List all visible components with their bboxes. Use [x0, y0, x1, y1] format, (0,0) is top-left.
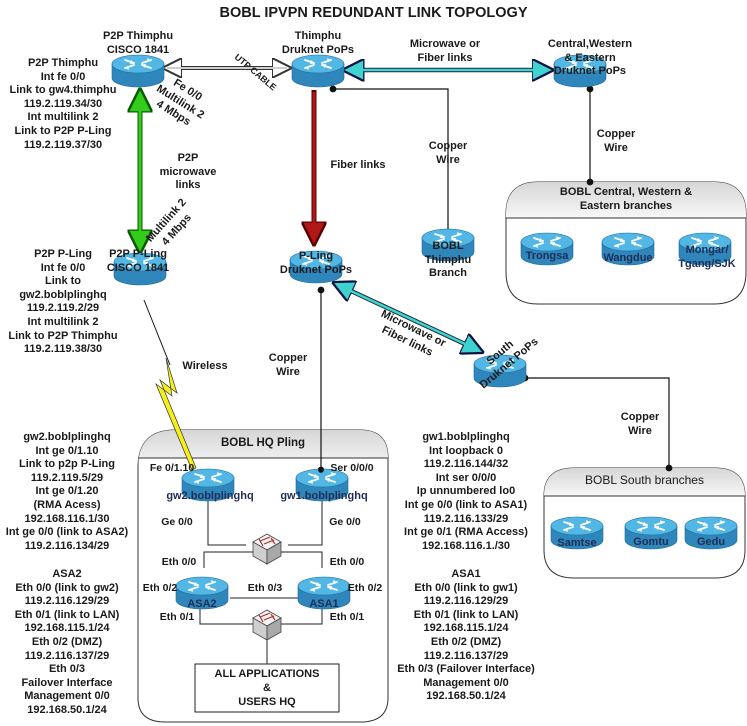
config-gw1: gw1.boblplinghq Int loopback 0 119.2.116…	[404, 431, 528, 552]
config-p2p-pling: P2P P-Ling Int fe 0/0 Link to gw2.boblpl…	[8, 248, 118, 356]
south-branches-title: BOBL South branches	[585, 473, 704, 487]
port-asa1-eth00: Eth 0/0	[329, 556, 365, 568]
label-p2p-thimphu: P2P Thimphu CISCO 1841	[102, 30, 174, 56]
config-p2p-thimphu: P2P Thimphu Int fe 0/0 Link to gw4.thimp…	[9, 57, 117, 151]
label-copper-cwe: Copper Wire	[596, 128, 636, 154]
label-gw1: gw1.boblplinghq	[280, 490, 368, 502]
link-microwave-diagonal	[334, 283, 482, 352]
cwe-branches-title: BOBL Central, Western & Eastern branches	[559, 186, 693, 212]
diagram-title: BOBL IPVPN REDUNDANT LINK TOPOLOGY	[219, 5, 528, 21]
router-thimphu-pops[interactable]	[291, 54, 345, 88]
label-wangdue: Wangdue	[603, 252, 653, 264]
label-mongar: Mongar/ Tgang/SJK	[678, 244, 736, 270]
label-thimphu-branch: BOBL Thimphu Branch	[424, 240, 472, 280]
hq-pling-group	[137, 429, 389, 723]
port-eth03: Eth 0/3	[247, 582, 283, 594]
label-p2p-microwave: P2P microwave links	[159, 152, 217, 192]
label-pling-pops: P-Ling Druknet PoPs	[279, 250, 353, 276]
port-asa2-eth01: Eth 0/1	[159, 611, 195, 623]
label-trongsa: Trongsa	[525, 250, 569, 262]
label-gomtu: Gomtu	[633, 536, 669, 548]
config-gw2: gw2.boblplinghq Int ge 0/1.10 Link to p2…	[5, 431, 129, 552]
label-copper-thimphu-branch: Copper Wire	[428, 140, 468, 166]
label-cwe-pops: Central,Western & Eastern Druknet PoPs	[547, 38, 633, 78]
port-gw1-ge: Ge 0/0	[329, 516, 361, 528]
lan-box[interactable]	[194, 663, 340, 713]
port-dot-gw1	[318, 467, 324, 473]
label-asa2: ASA2	[187, 598, 217, 610]
hq-title: BOBL HQ Pling	[220, 437, 306, 449]
port-asa2-eth02: Eth 0/2	[142, 582, 178, 594]
label-copper-south: Copper Wire	[620, 411, 660, 437]
label-gedu: Gedu	[696, 536, 726, 548]
label-microwave-top: Microwave or Fiber links	[409, 38, 481, 64]
link-wireless	[143, 299, 197, 471]
link-copper-cwe	[586, 85, 594, 186]
port-asa1-eth01: Eth 0/1	[329, 611, 365, 623]
hq-wiring	[199, 492, 323, 664]
label-samtse: Samtse	[557, 537, 597, 549]
port-gw2-ge: Ge 0/0	[161, 516, 193, 528]
label-fiber: Fiber links	[330, 159, 386, 171]
label-gw2: gw2.boblplinghq	[166, 490, 254, 502]
port-asa1-eth02: Eth 0/2	[347, 582, 383, 594]
port-gw2-fe: Fe 0/1.10	[149, 462, 195, 474]
label-asa1: ASA1	[309, 598, 339, 610]
port-gw1-ser: Ser 0/0/0	[330, 462, 374, 474]
label-p2p-pling: P2P P-Ling CISCO 1841	[106, 248, 170, 274]
label-copper-pling: Copper Wire	[268, 352, 308, 378]
lan-box-label: ALL APPLICATIONS & USERS HQ	[214, 668, 320, 708]
label-thimphu-pops: Thimphu Druknet PoPs	[281, 30, 355, 56]
config-asa2: ASA2 Eth 0/0 (link to gw2) 119.2.116.129…	[14, 568, 120, 716]
label-wireless: Wireless	[182, 360, 228, 372]
config-asa1: ASA1 Eth 0/0 (link to gw1) 119.2.116.129…	[397, 568, 535, 703]
port-asa2-eth00: Eth 0/0	[161, 556, 197, 568]
